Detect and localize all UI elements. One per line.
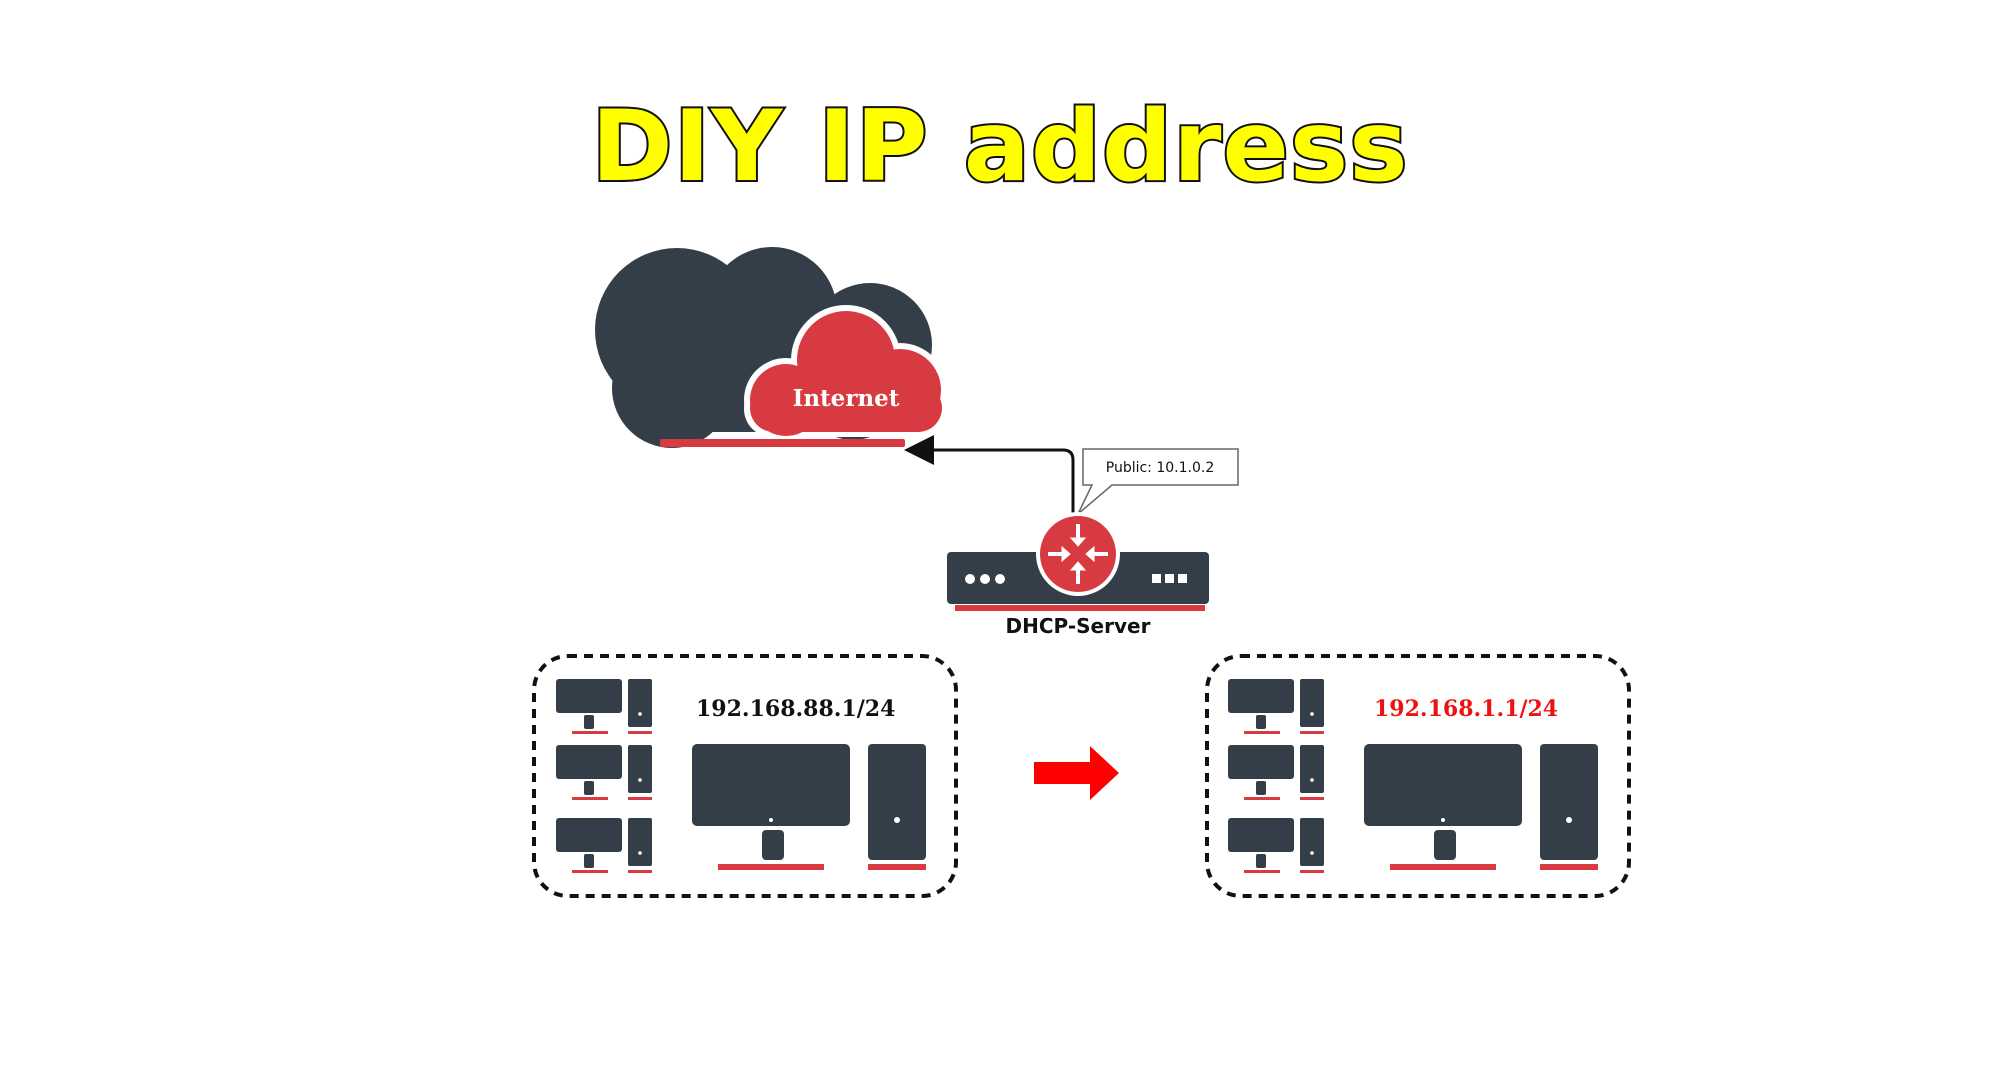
main-workstation-icon [1364, 744, 1598, 870]
dhcp-server-label: DHCP-Server [1006, 614, 1151, 638]
network-after-group [1205, 654, 1631, 898]
page-title: DIY IP address [589, 88, 1409, 206]
workstation-icon [1228, 745, 1324, 800]
network-before-group [532, 654, 958, 898]
main-workstation-icon [692, 744, 926, 870]
internet-label: Internet [793, 385, 900, 412]
change-arrow-icon [1034, 746, 1119, 800]
public-ip-callout [1077, 448, 1239, 515]
network-before-frame [532, 654, 958, 898]
network-after-ip: 192.168.1.1/24 [1374, 696, 1558, 722]
internet-cloud-icon [595, 247, 948, 448]
workstation-icon [1228, 818, 1324, 873]
workstation-icon [1228, 679, 1324, 734]
workstation-icon [556, 679, 652, 734]
workstation-icon [556, 745, 652, 800]
network-before-ip: 192.168.88.1/24 [696, 696, 895, 722]
cloud-base-bar [660, 439, 905, 447]
public-ip-text: Public: 10.1.0.2 [1106, 460, 1215, 476]
router-icon [1036, 512, 1120, 596]
network-after-frame [1205, 654, 1631, 898]
workstation-icon [556, 818, 652, 873]
uplink-connector [904, 435, 1088, 540]
